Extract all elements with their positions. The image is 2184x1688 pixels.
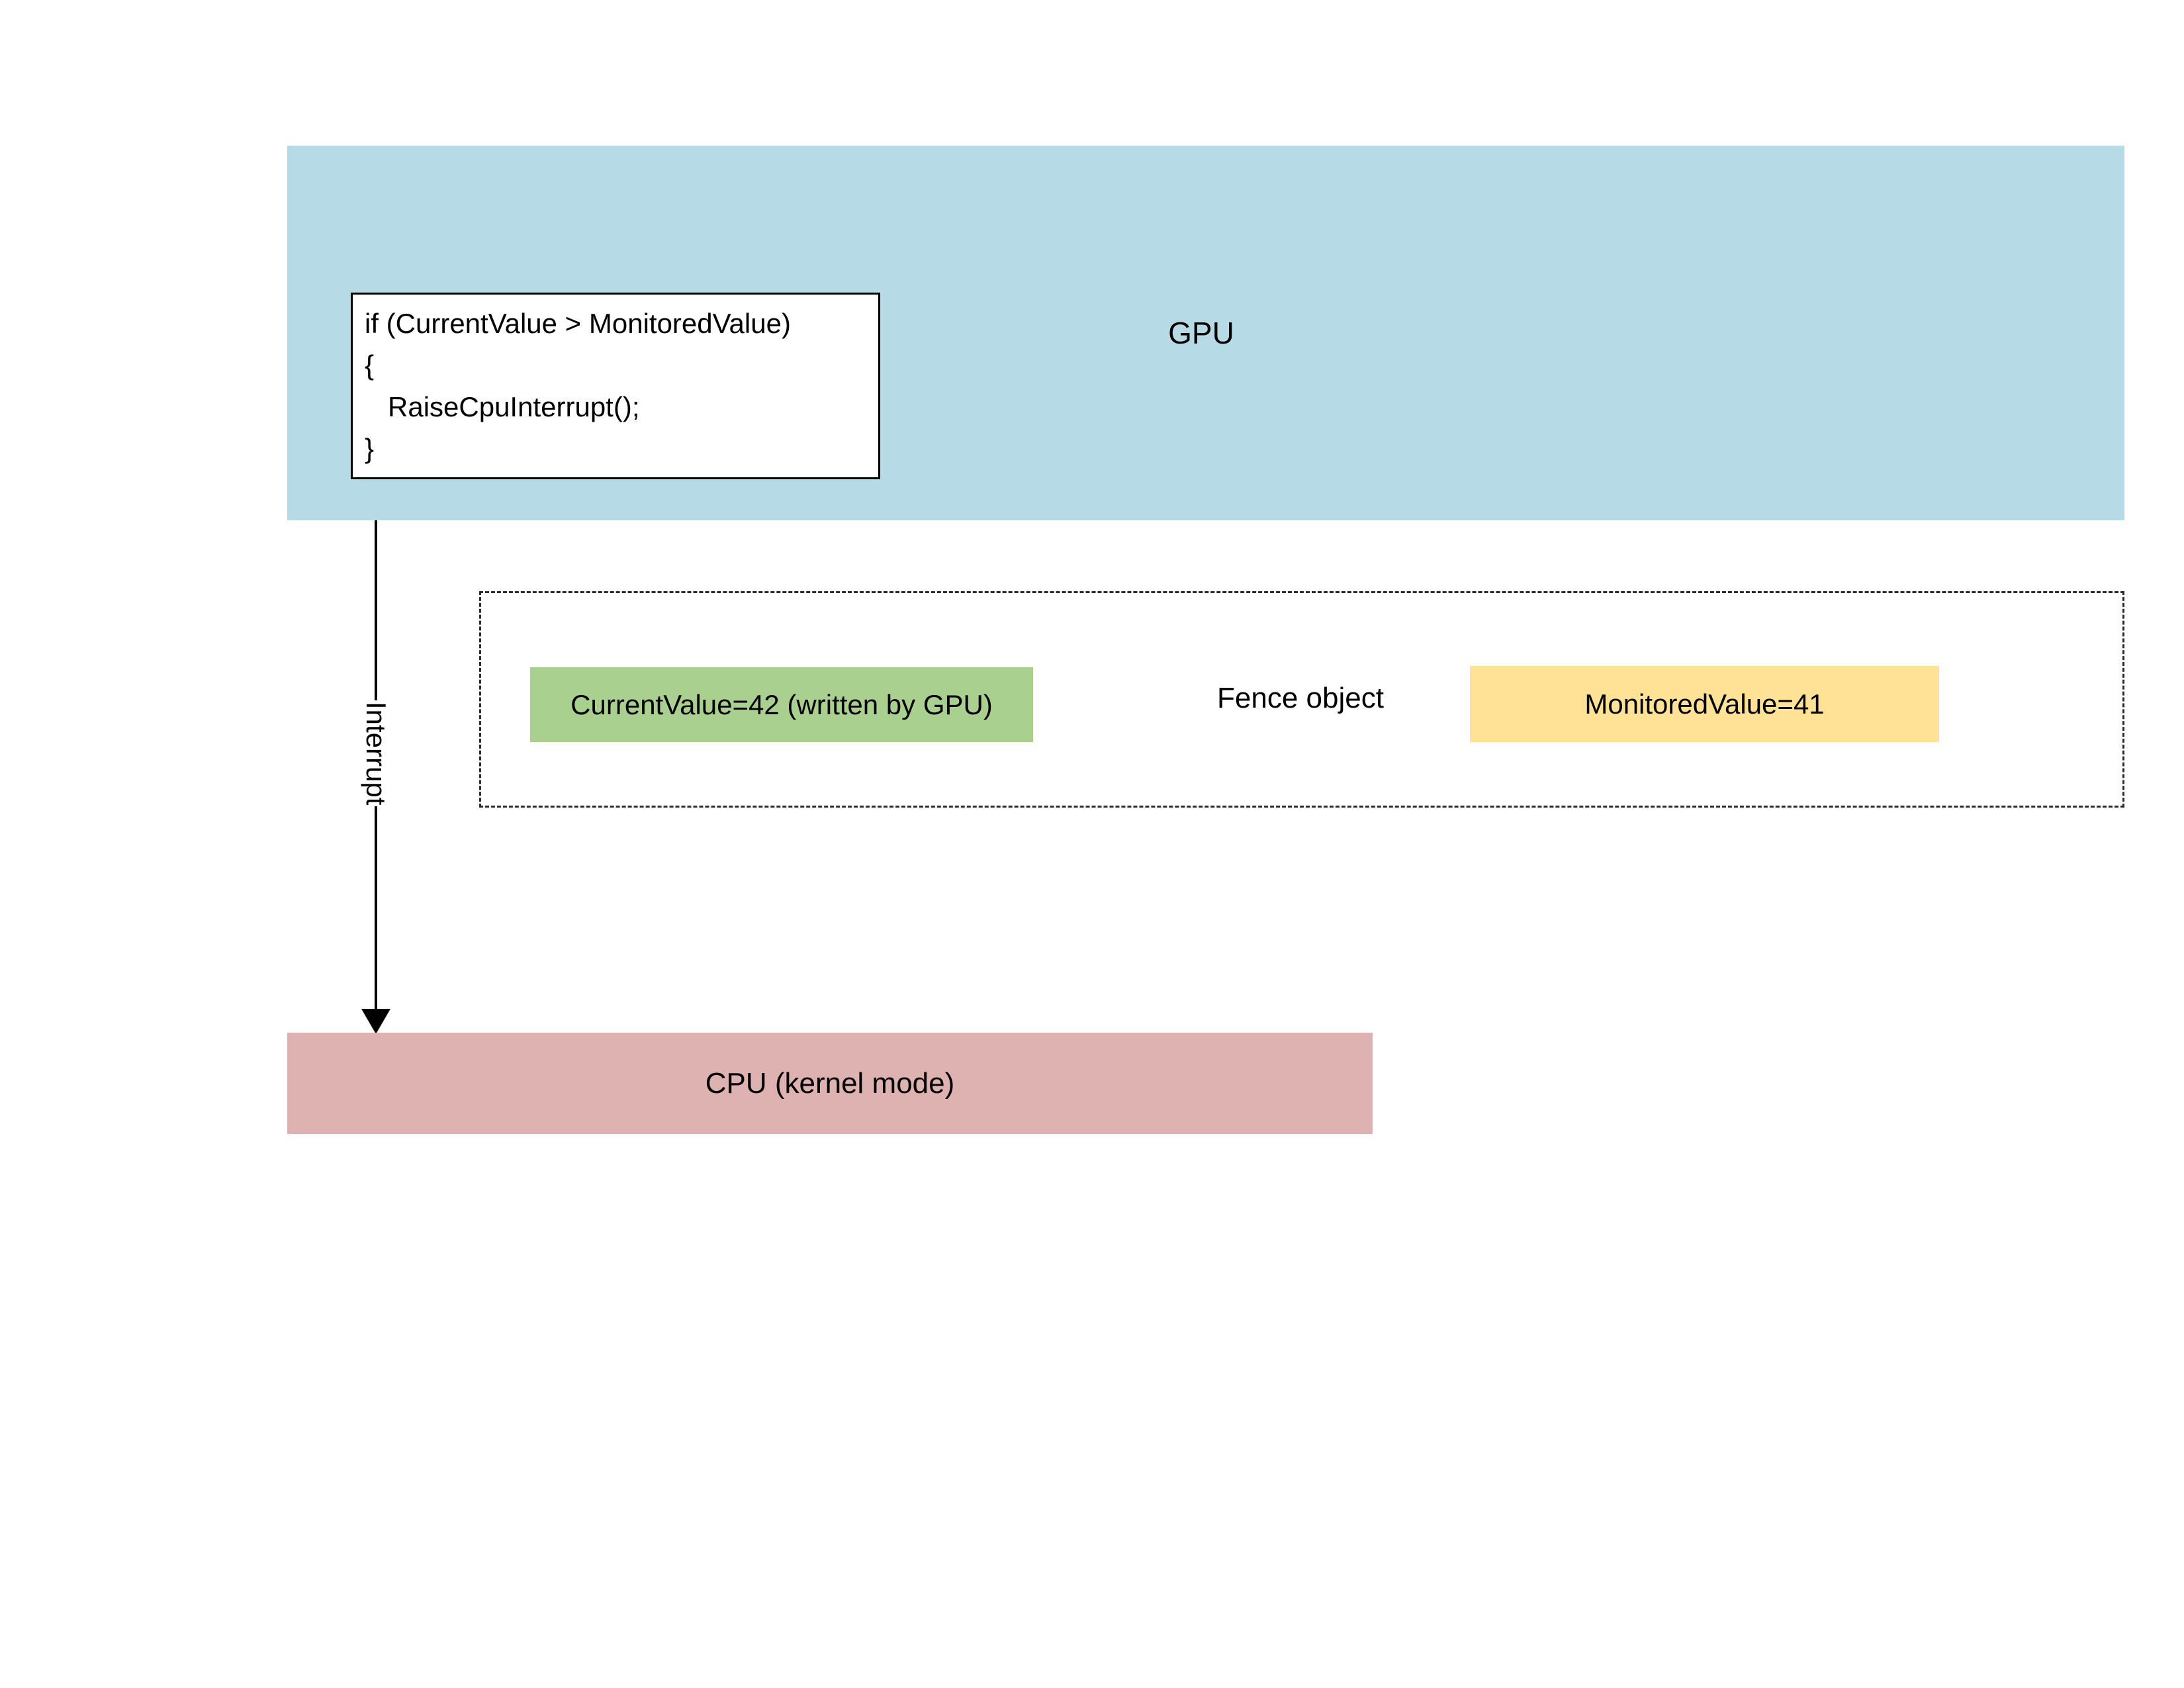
fence-object-label: Fence object xyxy=(1217,682,1384,714)
interrupt-arrow-head xyxy=(361,1009,390,1034)
gpu-code-box: if (CurrentValue > MonitoredValue) { Rai… xyxy=(351,293,880,479)
cpu-box: CPU (kernel mode) xyxy=(287,1033,1373,1134)
code-line-3: RaiseCpuInterrupt(); xyxy=(365,391,640,422)
code-line-4: } xyxy=(365,433,375,464)
fence-object-box xyxy=(479,591,2124,808)
interrupt-label: Interrupt xyxy=(360,700,392,807)
code-line-2: { xyxy=(365,350,375,381)
code-line-1: if (CurrentValue > MonitoredValue) xyxy=(365,308,791,339)
gpu-label: GPU xyxy=(1168,316,1234,350)
monitored-value-box: MonitoredValue=41 xyxy=(1470,666,1939,742)
current-value-box: CurrentValue=42 (written by GPU) xyxy=(530,667,1033,742)
